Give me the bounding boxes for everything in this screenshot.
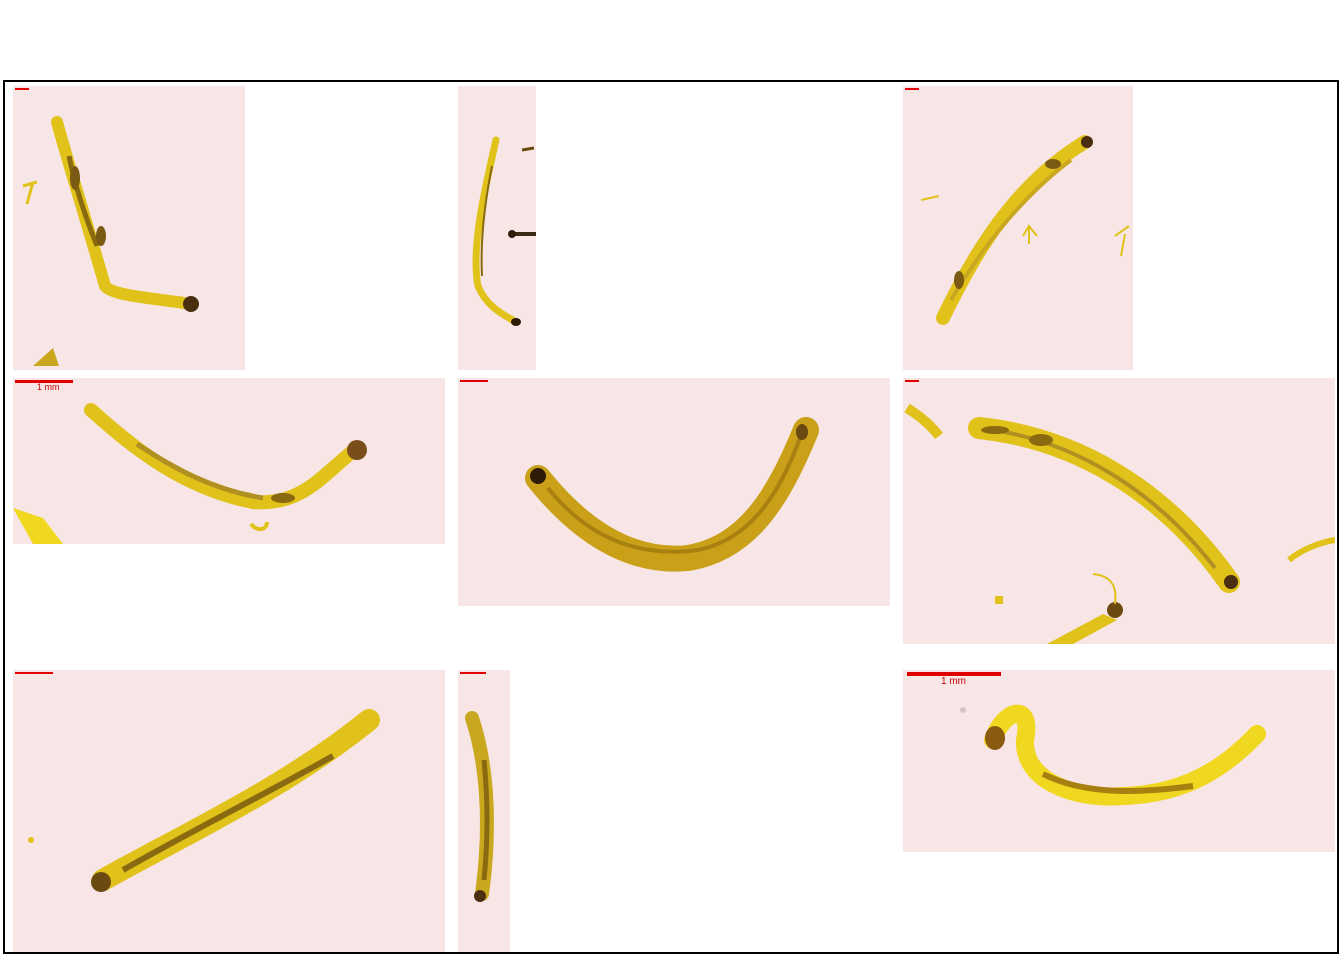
larva-image: [465, 711, 494, 902]
scale-bar-label: 1 mm: [37, 382, 60, 392]
larva-image: [904, 403, 1335, 644]
larva-image: [13, 403, 367, 544]
larva-image: [920, 135, 1130, 325]
scale-bar: [905, 88, 919, 90]
specimen-panel-3: [903, 86, 1133, 370]
scale-bar: [907, 672, 1001, 676]
scale-bar: [15, 88, 29, 90]
scale-bar: [460, 672, 486, 674]
figure-frame: 1 mm: [3, 80, 1339, 954]
larva-image: [28, 709, 380, 892]
specimen-panel-8: [458, 670, 510, 952]
scale-bar: [15, 380, 73, 383]
specimen-panel-1: [13, 86, 245, 370]
larva-image: [960, 704, 1266, 806]
scale-bar: [905, 380, 919, 382]
scale-bar-label: 1 mm: [941, 676, 966, 687]
larva-image: [22, 116, 199, 366]
specimen-panel-4: 1 mm: [13, 378, 445, 544]
scale-bar: [15, 672, 53, 674]
specimen-panel-9: 1 mm: [903, 670, 1335, 852]
specimen-panel-7: [13, 670, 445, 952]
specimen-panel-6: [903, 378, 1335, 644]
specimen-panel-5: [458, 378, 890, 606]
scale-bar: [460, 380, 488, 382]
larva-image: [472, 136, 536, 326]
specimen-panel-2: [458, 86, 536, 370]
larva-image: [525, 417, 819, 572]
